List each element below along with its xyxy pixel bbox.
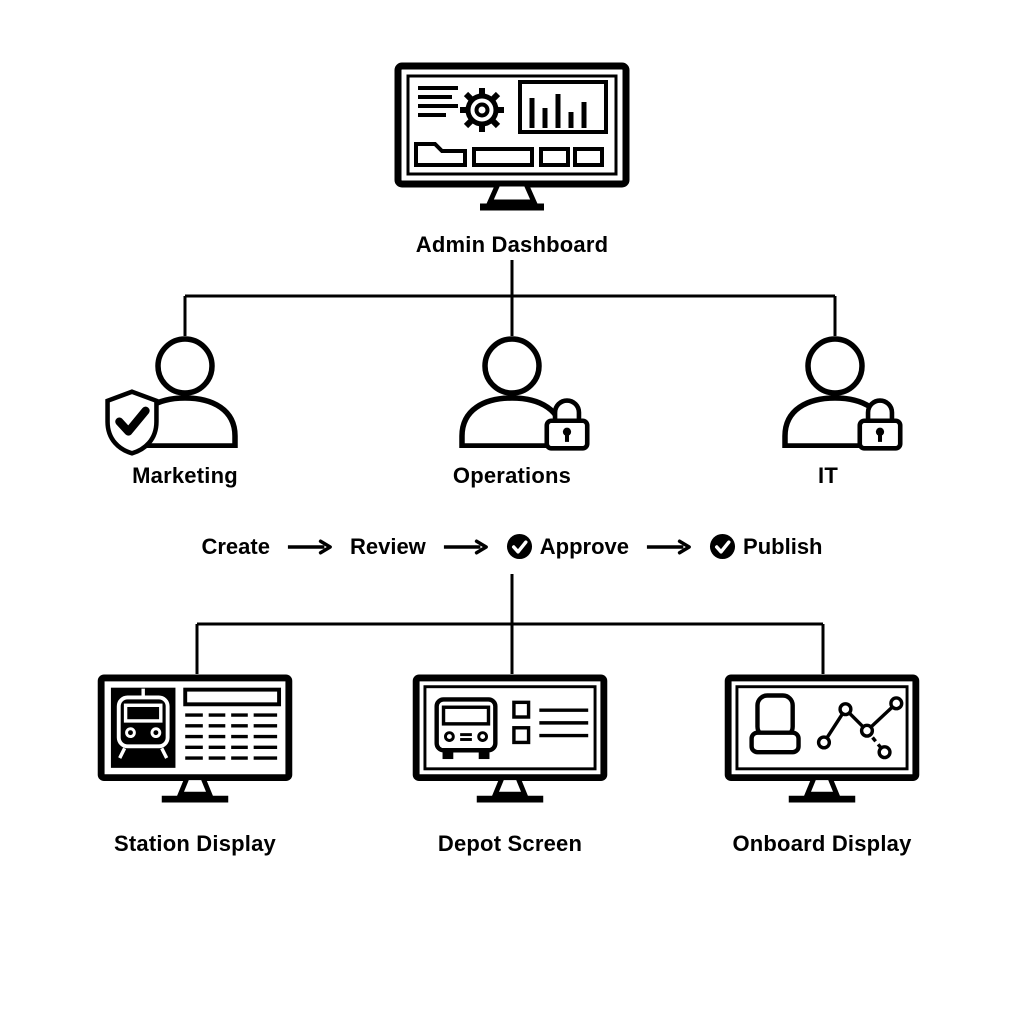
arrow-right-icon <box>443 539 488 554</box>
lock-icon <box>857 398 903 451</box>
role-operations-label: Operations <box>452 463 572 488</box>
train-screen-icon <box>97 674 293 803</box>
workflow-row: Create Review Approve <box>0 533 1024 560</box>
arrow-right-icon <box>287 539 332 554</box>
seat-icon <box>749 693 801 755</box>
bar-chart-icon <box>518 80 608 134</box>
role-marketing-label: Marketing <box>132 463 238 488</box>
person-icon <box>782 336 888 448</box>
marketing-badge <box>103 389 161 456</box>
station-display-label: Station Display <box>114 831 276 856</box>
operations-badge <box>543 395 591 452</box>
check-circle-icon <box>506 533 532 560</box>
role-operations <box>452 336 572 448</box>
role-marketing <box>125 336 245 448</box>
check-circle-icon <box>710 533 736 560</box>
folder-icon <box>414 142 467 167</box>
onboard-display-label: Onboard Display <box>732 831 912 856</box>
workflow-step-create: Create <box>201 534 269 560</box>
workflow-step-review-label: Review <box>349 533 426 559</box>
train-icon <box>116 688 170 759</box>
lock-icon <box>544 398 590 451</box>
monitor-stand <box>491 775 529 797</box>
route-map-icon <box>816 696 904 760</box>
workflow-step-publish-label: Publish <box>743 533 823 559</box>
person-icon <box>132 336 238 448</box>
role-it <box>775 336 895 448</box>
monitor-stand <box>803 775 841 797</box>
list-items-icon <box>512 700 589 745</box>
workflow-step-approve: Approve <box>506 533 629 560</box>
gear-icon <box>460 88 504 132</box>
admin-monitor <box>394 62 630 212</box>
it-badge <box>856 395 904 452</box>
workflow-step-review: Review <box>350 534 426 560</box>
bus-screen-icon <box>412 674 608 803</box>
route-screen-icon <box>724 674 920 803</box>
admin-monitor-icon <box>394 62 630 211</box>
shield-check-icon <box>105 389 159 456</box>
role-it-label: IT <box>818 463 838 488</box>
workflow-step-publish: Publish <box>709 533 823 560</box>
person-icon <box>459 336 565 448</box>
bus-icon <box>434 697 498 760</box>
onboard-display <box>724 674 920 805</box>
admin-dashboard-label: Admin Dashboard <box>415 232 609 257</box>
monitor-stand <box>486 181 538 205</box>
widget-rects-icon <box>472 147 604 167</box>
monitor-stand <box>176 775 214 797</box>
workflow-step-create-label: Create <box>201 533 270 559</box>
workflow-step-approve-label: Approve <box>539 533 630 559</box>
list-lines-icon <box>418 86 458 117</box>
depot-screen <box>412 674 608 805</box>
depot-screen-label: Depot Screen <box>437 831 583 856</box>
schedule-board-icon <box>183 687 282 760</box>
station-display <box>97 674 293 805</box>
arrow-right-icon <box>646 539 691 554</box>
